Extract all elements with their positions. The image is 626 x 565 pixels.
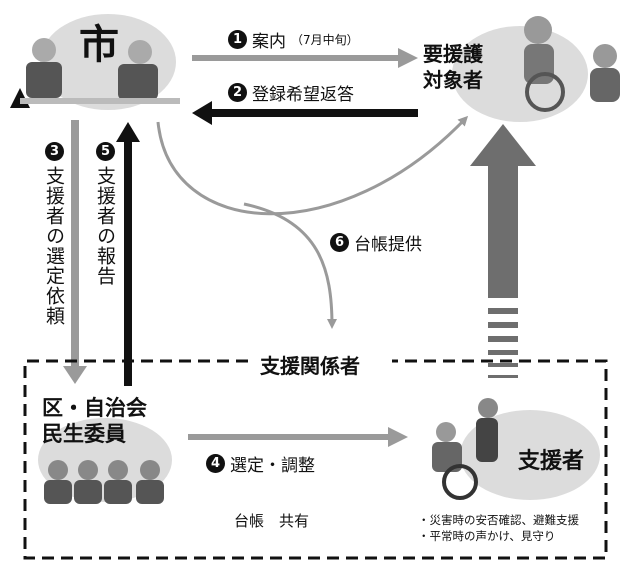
community-label-line1: 区・自治会 xyxy=(42,396,147,420)
target-label-line2: 対象者 xyxy=(423,68,483,92)
arrow-6-curve-to-target xyxy=(156,115,469,216)
arrow-5-head xyxy=(116,122,140,142)
step-6-badge: 6 xyxy=(330,233,349,252)
supporter-role-2: ・平常時の声かけ、見守り xyxy=(418,529,556,543)
supporter-label: 支援者 xyxy=(518,449,585,474)
step-2-badge: 2 xyxy=(228,83,247,102)
elderly-persons-illustration xyxy=(524,16,620,112)
community-ellipse xyxy=(38,418,172,502)
step-2-text: 登録希望返答 xyxy=(252,85,354,105)
step-1-label: 1 案内 （7月中旬） xyxy=(228,27,359,52)
arrow-6-curve-to-group xyxy=(243,202,337,329)
step-4-text: 選定・調整 xyxy=(230,456,315,476)
community-label-line2: 民生委員 xyxy=(42,422,126,446)
arrow-3-head xyxy=(63,366,87,384)
city-officials-illustration xyxy=(10,38,180,108)
step-1-badge: 1 xyxy=(228,30,247,49)
step-5-badge: 5 xyxy=(96,142,115,161)
step-3-text: 支援者の選定依頼 xyxy=(43,166,65,326)
step-6-label: 6 台帳提供 xyxy=(330,230,422,255)
step-4-badge: 4 xyxy=(206,454,225,473)
step-3-badge: 3 xyxy=(45,142,64,161)
shared-ledger-label: 台帳 共有 xyxy=(234,512,310,530)
target-label-line1: 要援護 xyxy=(423,42,483,66)
step-2-label: 2 登録希望返答 xyxy=(228,80,354,105)
target-ellipse xyxy=(452,26,588,122)
step-4-label: 4 選定・調整 xyxy=(206,451,315,476)
arrow-1-head xyxy=(398,48,418,68)
supporter-role-1: ・災害時の安否確認、避難支援 xyxy=(418,513,579,527)
step-1-note: （7月中旬） xyxy=(291,33,359,47)
step-1-text: 案内 xyxy=(252,32,286,52)
arrow-4-head xyxy=(388,427,408,447)
community-members-illustration xyxy=(44,460,164,504)
arrow-supporter-to-target xyxy=(470,124,536,378)
step-5-text: 支援者の報告 xyxy=(94,166,116,286)
support-group-box xyxy=(23,359,608,560)
group-title: 支援関係者 xyxy=(252,350,368,379)
arrow-2-head xyxy=(192,101,212,125)
supporter-wheelchair-illustration xyxy=(432,398,498,500)
city-label: 市 xyxy=(79,22,119,68)
step-6-text: 台帳提供 xyxy=(354,235,422,255)
